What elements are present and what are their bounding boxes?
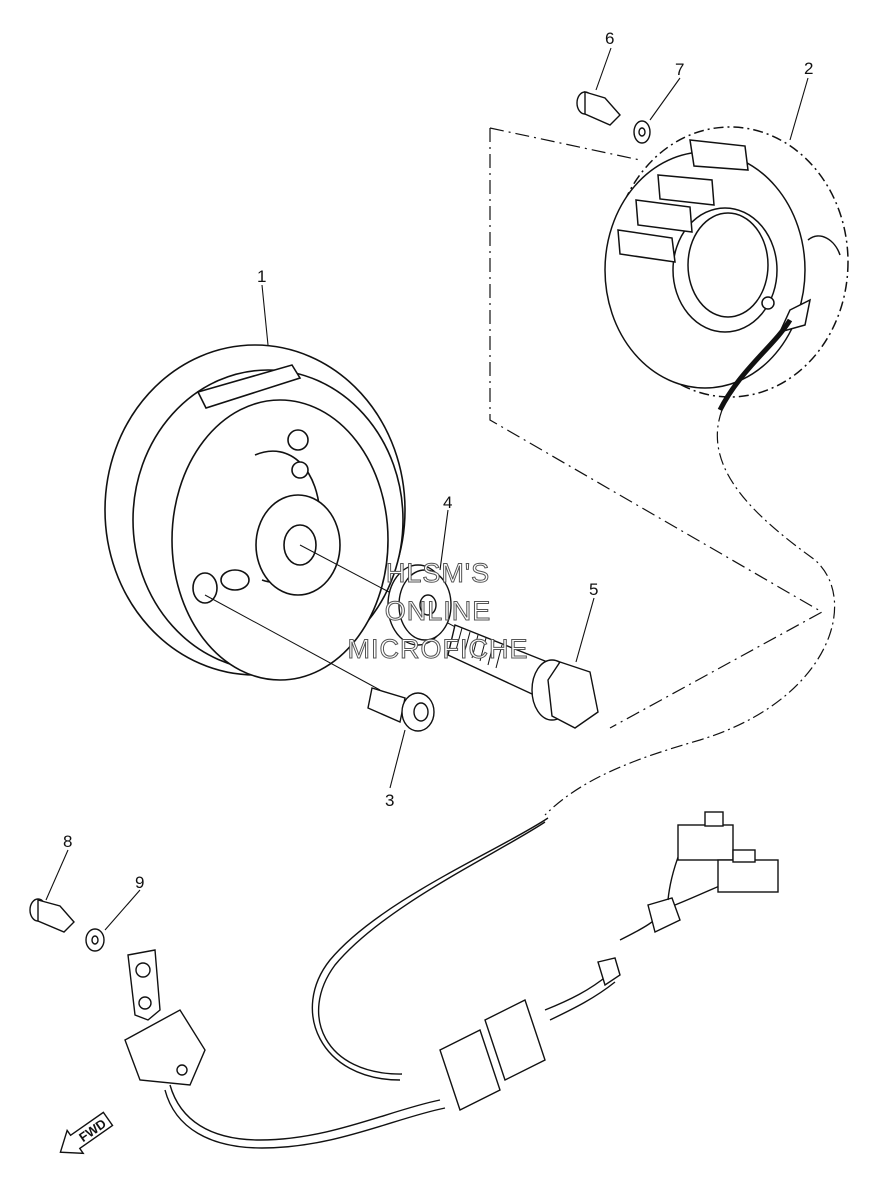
callout-8: 8	[63, 832, 72, 851]
callout-4: 4	[443, 493, 452, 512]
callout-1: 1	[257, 267, 266, 286]
washer-part-7[interactable]	[633, 120, 651, 144]
callout-2: 2	[804, 59, 813, 78]
stator-coil-blocks	[617, 139, 749, 263]
stator-assembly[interactable]	[604, 126, 849, 412]
callout-3: 3	[385, 791, 394, 810]
callout-9: 9	[135, 873, 144, 892]
screw-part-3[interactable]	[367, 687, 435, 732]
stator-wire-path	[544, 409, 836, 816]
screw-part-8[interactable]	[29, 898, 75, 933]
wiring-harness[interactable]	[164, 811, 779, 1149]
screw-part-6[interactable]	[576, 91, 621, 126]
bolt-part-5[interactable]	[447, 624, 599, 729]
pickup-coil-sensor[interactable]	[124, 949, 206, 1086]
watermark: HLSM'S ONLINE MICROFICHE	[347, 558, 529, 665]
watermark-line-2: ONLINE	[385, 596, 492, 626]
watermark-line-3: MICROFICHE	[348, 634, 529, 664]
watermark-line-1: HLSM'S	[386, 558, 490, 588]
callout-5: 5	[589, 580, 598, 599]
washer-part-4[interactable]	[387, 564, 452, 646]
leader-lines	[45, 47, 809, 931]
washer-part-9[interactable]	[85, 928, 105, 952]
callout-6: 6	[605, 29, 614, 48]
flywheel-rotor[interactable]	[104, 344, 406, 681]
callout-7: 7	[675, 60, 684, 79]
fwd-arrow-icon: FWD	[59, 1111, 114, 1155]
